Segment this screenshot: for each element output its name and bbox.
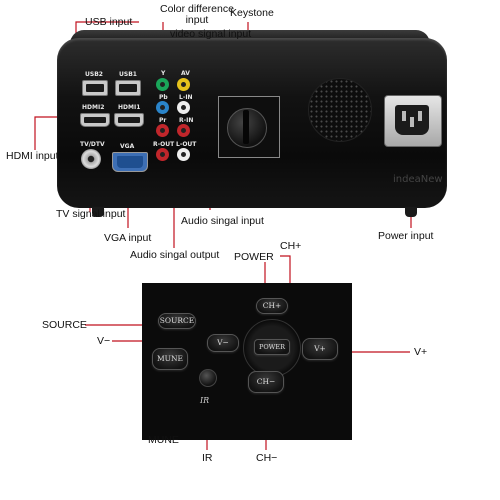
v-plus-button[interactable]: V+ [302, 338, 338, 360]
power-label: POWER [234, 251, 274, 263]
vga-input-label: VGA input [104, 232, 152, 244]
av-jack[interactable] [177, 78, 190, 91]
usb-input-label: USB input [85, 16, 133, 28]
hdmi1-label: HDMI1 [118, 104, 141, 111]
l-out-label: L-OUT [176, 141, 197, 148]
pb-label: Pb [159, 94, 168, 101]
hdmi2-label: HDMI2 [82, 104, 105, 111]
usb1-label: USB1 [119, 71, 137, 78]
color-difference-label: Color difference input [160, 3, 234, 26]
tv-antenna-port[interactable] [81, 149, 101, 169]
keystone-knob-grip [243, 110, 249, 144]
vga-port[interactable] [112, 152, 148, 172]
y-jack[interactable] [156, 78, 169, 91]
audio-input-label: Audio singal input [181, 215, 264, 227]
source-label: SOURCE [42, 319, 87, 331]
r-in-label: R-IN [179, 117, 194, 124]
ir-label: IR [202, 452, 213, 464]
watermark-logo: indeaNew [393, 174, 443, 185]
power-socket[interactable] [384, 95, 442, 147]
video-signal-label: video signal input [170, 28, 252, 40]
projector-foot-left [92, 207, 104, 217]
audio-output-label: Audio singal output [130, 249, 220, 261]
ch-plus-label: CH+ [280, 240, 302, 252]
pr-label: Pr [159, 117, 167, 124]
ch-minus-button[interactable]: CH− [248, 371, 284, 393]
l-in-jack[interactable] [177, 101, 190, 114]
l-out-jack[interactable] [177, 148, 190, 161]
hdmi2-port[interactable] [80, 113, 110, 127]
usb2-label: USB2 [85, 71, 103, 78]
mune-button[interactable]: MUNE [152, 348, 188, 370]
power-pin-right [418, 111, 422, 121]
ir-sensor [199, 369, 217, 387]
hdmi-input-label: HDMI input [6, 150, 59, 162]
r-out-label: R-OUT [153, 141, 175, 148]
v-plus-label: V+ [414, 346, 428, 358]
l-in-label: L-IN [179, 94, 193, 101]
tv-signal-label: TV signal input [56, 208, 126, 220]
speaker-grille [308, 78, 372, 142]
usb1-port[interactable] [115, 80, 141, 96]
r-in-jack[interactable] [177, 124, 190, 137]
r-out-jack[interactable] [156, 148, 169, 161]
pb-jack[interactable] [156, 101, 169, 114]
vga-label: VGA [120, 143, 135, 150]
projector-foot-right [405, 207, 417, 217]
pr-jack[interactable] [156, 124, 169, 137]
mune-label: MUNE [148, 434, 179, 446]
v-minus-label: V− [97, 335, 111, 347]
ch-plus-button[interactable]: CH+ [256, 298, 288, 314]
usb2-port[interactable] [82, 80, 108, 96]
y-label: Y [161, 70, 166, 77]
power-button[interactable]: POWER [254, 339, 290, 355]
power-pin-middle [410, 117, 414, 127]
power-pin-left [402, 111, 406, 121]
keystone-label: Keystone [230, 7, 274, 19]
power-input-label: Power input [378, 230, 434, 242]
source-button[interactable]: SOURCE [158, 313, 196, 329]
v-minus-button[interactable]: V− [207, 334, 239, 352]
av-label: AV [181, 70, 190, 77]
ch-minus-label: CH− [256, 452, 278, 464]
ir-sensor-label: IR [200, 396, 210, 405]
tv-dtv-label: TV/DTV [80, 141, 105, 148]
hdmi1-port[interactable] [114, 113, 144, 127]
